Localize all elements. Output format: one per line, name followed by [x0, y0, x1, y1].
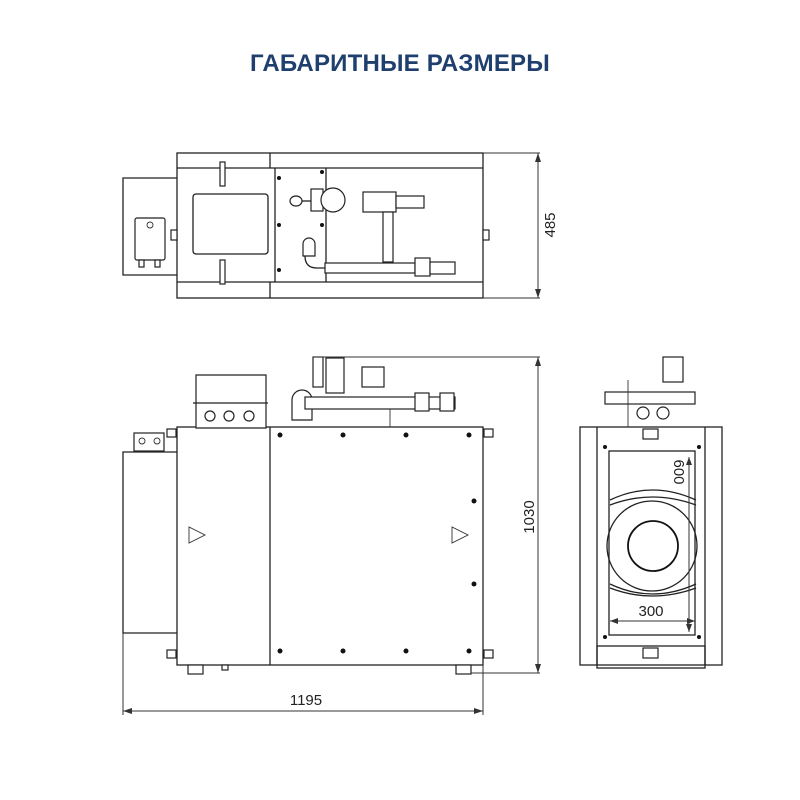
- dim-opening-width-label: 300: [638, 603, 663, 620]
- front-view: 1030 1195: [122, 356, 541, 715]
- dim-depth-label: 485: [542, 212, 559, 237]
- page-title: ГАБАРИТНЫЕ РАЗМЕРЫ: [250, 50, 550, 77]
- top-view: 485: [122, 152, 559, 299]
- dim-width-label: 1195: [290, 692, 322, 709]
- dim-opening-height-label: 600: [670, 459, 687, 484]
- side-view: 600 300: [579, 356, 723, 669]
- dim-height-label: 1030: [521, 500, 538, 533]
